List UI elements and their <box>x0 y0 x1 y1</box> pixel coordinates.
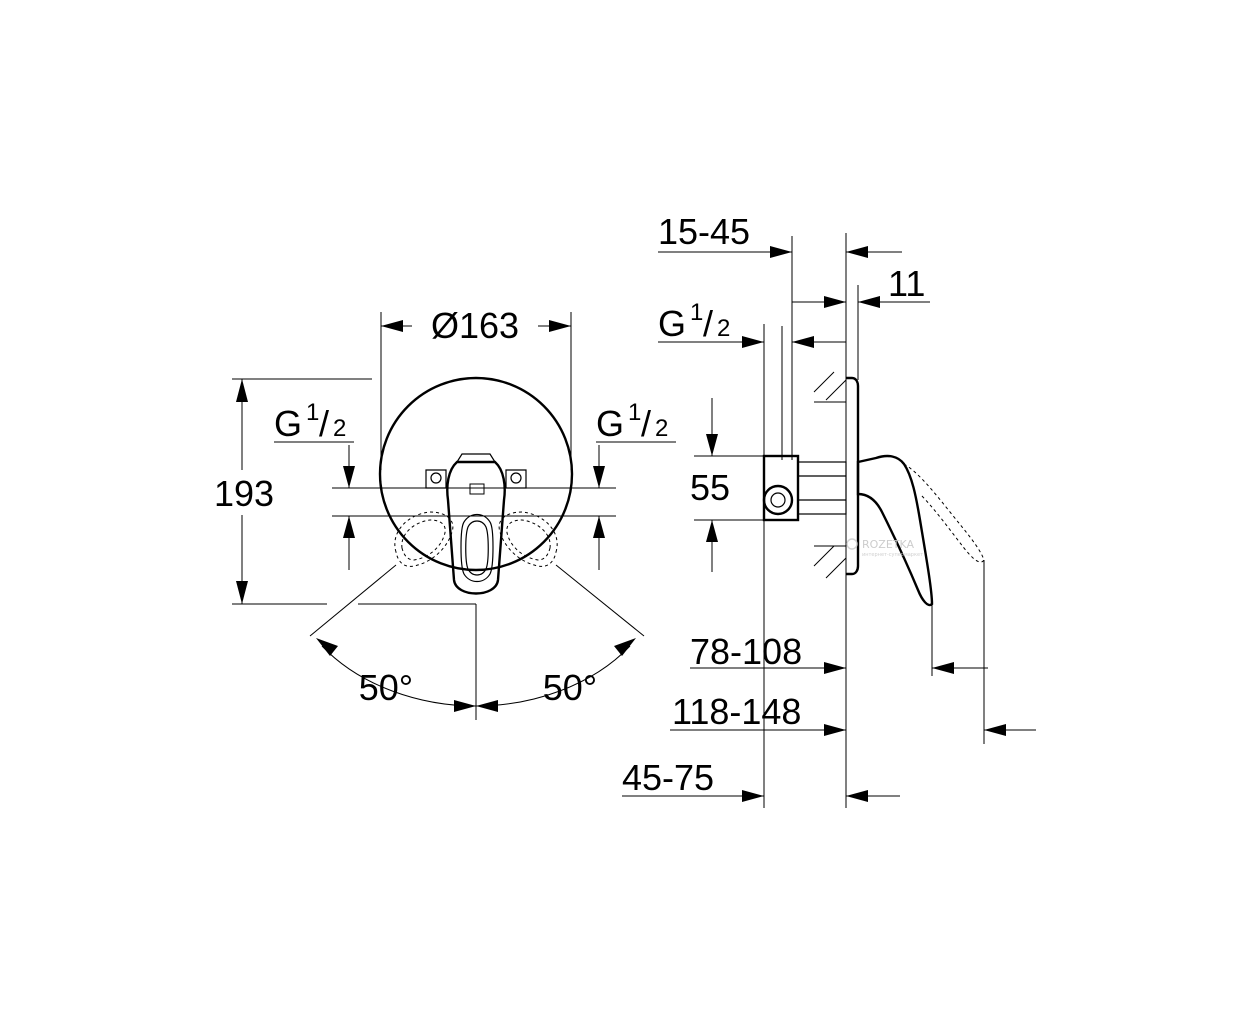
watermark-brand: ROZETKA <box>862 538 915 551</box>
watermark-logo-icon <box>846 538 858 550</box>
dim-45-75-label: 45-75 <box>622 757 714 798</box>
height-label: 193 <box>214 473 274 514</box>
diameter-label: Ø163 <box>431 305 519 346</box>
front-view: Ø163 193 <box>214 305 676 720</box>
dim-15-45: 15-45 <box>658 211 902 258</box>
side-thread-den: 2 <box>717 315 730 342</box>
angle-label-left: 50° <box>359 667 413 708</box>
lever-handle-front <box>425 453 527 595</box>
side-thread-num: 1 <box>690 299 703 326</box>
angle-dimension: 50° 50° <box>309 564 645 720</box>
dim-118-148-label: 118-148 <box>672 691 801 732</box>
dim-55: 55 <box>690 398 764 572</box>
watermark: ROZETKA интернет-супермаркет <box>846 538 923 558</box>
dim-78-108-label: 78-108 <box>690 631 802 672</box>
dim-11: 11 <box>792 263 930 308</box>
dim-45-75: 45-75 <box>622 757 900 802</box>
inlet-dimension-lines <box>274 441 676 570</box>
side-view: 15-45 11 G 1 / 2 <box>622 211 1036 808</box>
thread-slash-right: / <box>641 403 651 444</box>
valve-body <box>762 454 847 522</box>
lever-handle-side <box>856 454 985 607</box>
side-thread-slash: / <box>703 303 713 344</box>
dim-118-148: 118-148 <box>670 560 1036 744</box>
dim-55-label: 55 <box>690 467 730 508</box>
dim-78-108: 78-108 <box>690 604 988 676</box>
thread-label-right: G <box>596 403 624 444</box>
side-thread-dimension <box>658 324 846 808</box>
side-thread-letter: G <box>658 303 686 344</box>
thread-num-right: 1 <box>628 399 641 426</box>
dim-15-45-label: 15-45 <box>658 211 750 252</box>
thread-label-left: G <box>274 403 302 444</box>
thread-den-left: 2 <box>333 415 346 442</box>
cover-plate <box>378 376 574 572</box>
thread-den-right: 2 <box>655 415 668 442</box>
angle-label-right: 50° <box>543 667 597 708</box>
wall-hatching <box>813 371 847 579</box>
diameter-dimension: Ø163 <box>380 305 572 470</box>
thread-slash-left: / <box>319 403 329 444</box>
height-dimension: 193 <box>214 378 372 605</box>
thread-num-left: 1 <box>306 399 319 426</box>
lever-rotation-ghosts <box>394 511 558 567</box>
plate-profile <box>846 376 860 576</box>
watermark-tagline: интернет-супермаркет <box>862 552 923 558</box>
dim-11-label: 11 <box>888 263 925 304</box>
